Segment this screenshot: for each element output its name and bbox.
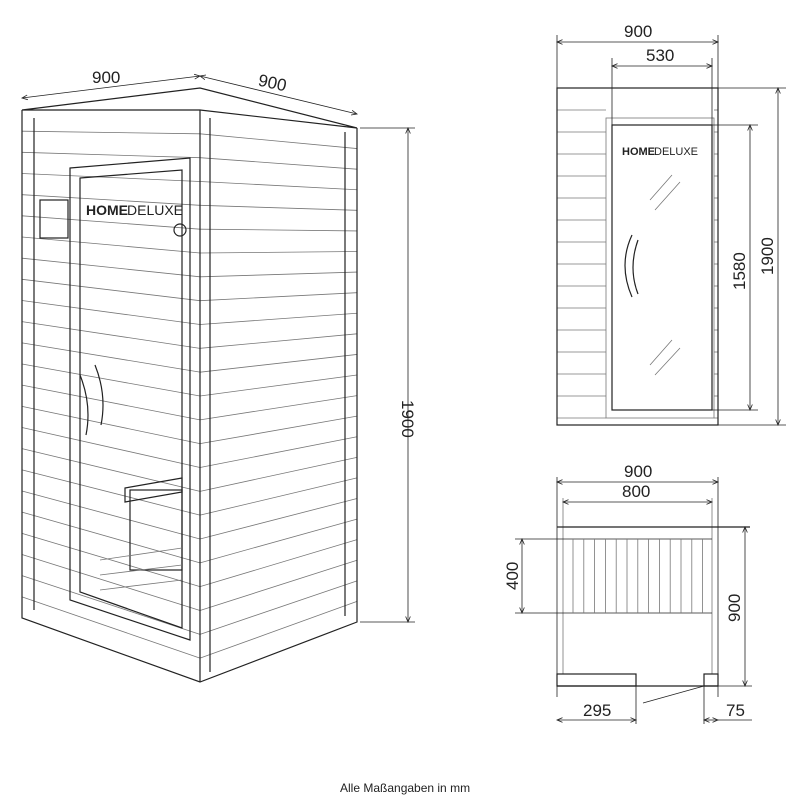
dim-front-width: 900 [624,22,652,41]
plank-line [21,173,201,182]
plank-line [199,539,358,588]
plank-line [21,300,201,325]
wall-planks [557,109,718,419]
plank-line [199,133,358,149]
dim-bench-width: 800 [622,482,650,501]
plank-line [21,575,201,635]
plank-line [199,518,358,564]
plank-line [21,511,201,564]
dim-total-height: 1900 [758,237,777,275]
plank-line [21,257,201,278]
plank-line [21,427,201,468]
dim-width-left: 900 [92,68,120,87]
brand-logo-light: DELUXE [127,202,183,218]
dim-height: 1900 [398,400,417,438]
door-handle-icon [624,234,639,298]
plank-line [21,384,201,421]
brand-logo-bold: HOME [86,202,128,218]
brand-logo-bold-small: HOME [622,146,655,158]
plank-line [21,448,201,492]
plank-line [21,596,201,659]
plank-line [199,292,358,302]
door-handle-icon [79,364,104,436]
plank-line [199,601,358,659]
plank-line [21,194,201,206]
plan-view: 900 800 400 900 295 75 [503,462,752,724]
plank-line [199,204,358,211]
wall-left [556,673,637,687]
door-opening-line [642,685,705,704]
plank-line [199,354,358,373]
roof-outline [21,87,358,129]
plank-line [199,157,358,170]
plank-line [199,333,358,349]
plank-line [21,342,201,373]
dim-width-right: 900 [257,71,289,95]
door[interactable]: HOME DELUXE [69,157,191,641]
plank-line [199,395,358,421]
plank-line [199,436,358,468]
plank-line [21,236,201,254]
plank-line [21,215,201,230]
plank-line [21,469,201,516]
plank-line [199,312,358,325]
plank-line [21,321,201,349]
plank-line [21,151,201,159]
wall-right [703,673,719,687]
plank-line [199,251,358,254]
plank-line [199,415,358,445]
front-elevation: HOME DELUXE 900 530 1580 1900 [557,22,786,425]
plank-line [199,580,358,635]
wall-planks [21,130,358,659]
plank-line [199,498,358,540]
plank-line [21,130,201,135]
plank-line [199,271,358,278]
plank-line [21,554,201,611]
plank-line [199,181,358,191]
plank-line [21,490,201,540]
front-door[interactable] [611,124,713,411]
plank-line [21,363,201,397]
dim-door-height: 1580 [730,252,749,290]
dim-plan-width: 900 [624,462,652,481]
dim-door-width: 530 [646,46,674,65]
bench-top [515,538,712,614]
sauna-heater [129,489,183,571]
dim-right-wall: 75 [726,701,745,720]
plank-line [199,228,358,232]
front-outline [556,87,719,426]
plank-line [199,559,358,611]
plank-line [199,456,358,492]
plank-line [199,477,358,516]
plank-line [199,374,358,397]
dim-bench-depth: 400 [503,562,522,590]
glass-reflection [649,174,681,376]
dim-plan-depth: 900 [725,594,744,622]
brand-logo-light-small: DELUXE [654,146,698,158]
perspective-view: HOME DELUXE 900 900 1900 [21,68,417,683]
dim-left-wall: 295 [583,701,611,720]
bench [124,477,183,503]
control-panel [39,199,69,239]
plank-line [21,405,201,445]
plank-line [21,278,201,302]
footer-note: Alle Maßangaben in mm [340,781,470,795]
plank-line [21,532,201,588]
